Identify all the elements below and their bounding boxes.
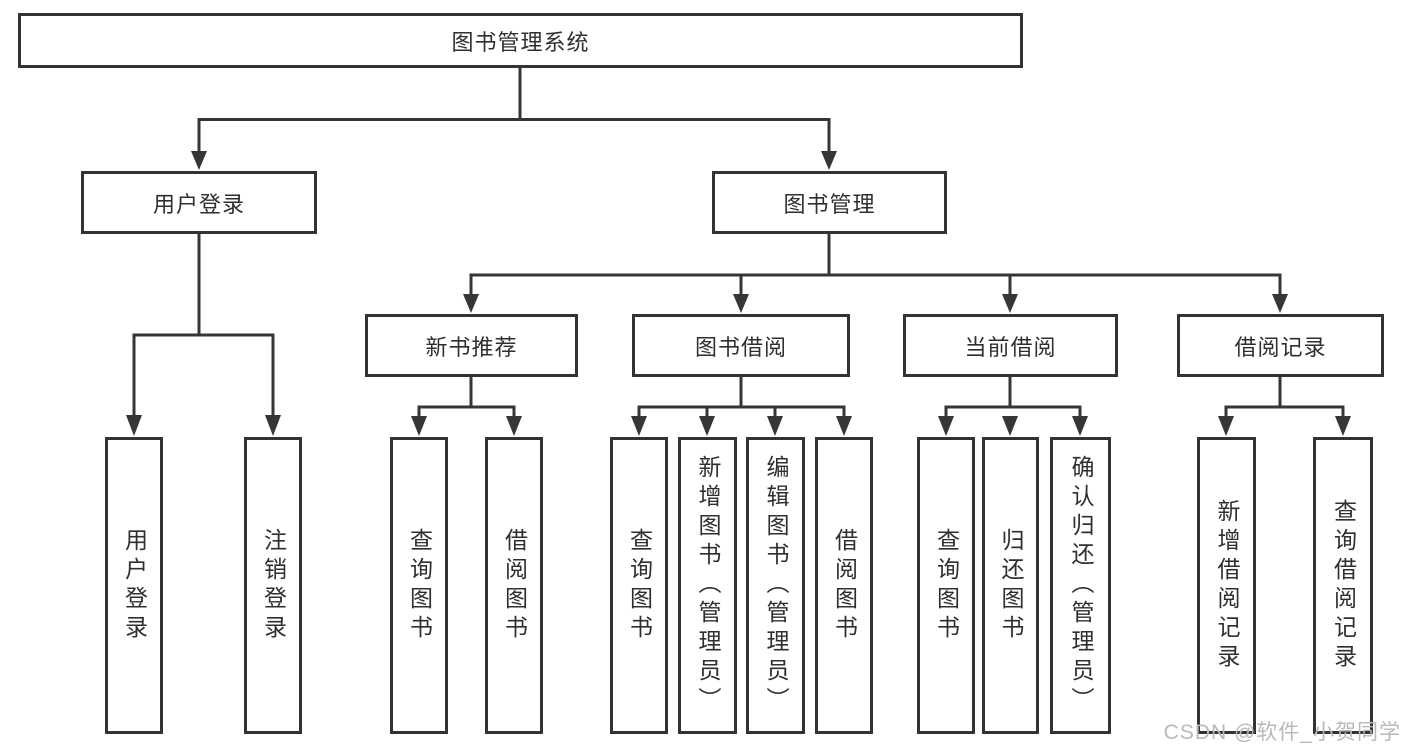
node-book-borrowing: 图书借阅 <box>632 314 850 377</box>
node-label: 用户登录 <box>152 191 245 217</box>
node-label: 当前借阅 <box>964 334 1057 360</box>
arrowhead-icon <box>265 415 281 436</box>
node-label: 新增图书（管理员） <box>695 455 721 716</box>
arrowhead-icon <box>836 416 852 436</box>
arrowhead-icon <box>631 416 647 436</box>
node-borrowing-records: 借阅记录 <box>1177 314 1384 377</box>
node-root-library-management-system: 图书管理系统 <box>18 13 1023 68</box>
node-label: 图书管理系统 <box>451 29 590 55</box>
arrowhead-icon <box>506 416 522 436</box>
node-label: 借阅图书 <box>501 527 528 644</box>
leaf-query-books-recommend: 查询图书 <box>390 437 448 734</box>
leaf-add-borrow-record: 新增借阅记录 <box>1197 437 1256 734</box>
leaf-query-books-current: 查询图书 <box>917 437 975 734</box>
node-label: 新书推荐 <box>425 334 518 360</box>
leaf-query-books-borrowing: 查询图书 <box>610 437 668 734</box>
leaf-confirm-return-admin: 确认归还（管理员） <box>1050 437 1111 734</box>
arrowhead-icon <box>821 151 837 170</box>
node-label: 查询借阅记录 <box>1330 498 1357 673</box>
arrowhead-icon <box>1218 416 1234 436</box>
node-label: 借阅图书 <box>831 527 858 644</box>
arrowhead-icon <box>938 416 954 436</box>
leaf-borrow-books-borrowing: 借阅图书 <box>815 437 873 734</box>
node-label: 图书管理 <box>783 191 876 217</box>
node-label: 借阅记录 <box>1234 334 1327 360</box>
csdn-watermark: CSDN @软件_小贺同学 <box>1163 721 1401 744</box>
arrowhead-icon <box>463 294 479 313</box>
node-book-management: 图书管理 <box>712 171 947 234</box>
node-new-book-recommendation: 新书推荐 <box>365 314 578 377</box>
arrowhead-icon <box>1272 294 1288 313</box>
arrowhead-icon <box>1335 416 1351 436</box>
node-label: 查询图书 <box>626 527 653 644</box>
arrowhead-icon <box>191 151 207 170</box>
node-label: 归还图书 <box>998 527 1024 644</box>
arrowhead-icon <box>1002 416 1018 436</box>
leaf-edit-book-admin: 编辑图书（管理员） <box>746 437 805 734</box>
node-label: 新增借阅记录 <box>1214 498 1240 673</box>
node-label: 编辑图书（管理员） <box>763 455 789 716</box>
arrowhead-icon <box>733 294 749 313</box>
node-label: 用户登录 <box>121 527 148 644</box>
arrowhead-icon <box>126 415 142 436</box>
leaf-logout: 注销登录 <box>244 437 302 734</box>
arrowhead-icon <box>1072 416 1088 436</box>
node-label: 查询图书 <box>406 527 433 644</box>
leaf-add-book-admin: 新增图书（管理员） <box>678 437 737 734</box>
node-label: 注销登录 <box>260 527 287 644</box>
node-label: 确认归还（管理员） <box>1068 455 1094 716</box>
leaf-query-borrow-record: 查询借阅记录 <box>1313 437 1373 734</box>
node-user-login: 用户登录 <box>81 171 317 234</box>
leaf-borrow-books-recommend: 借阅图书 <box>485 437 543 734</box>
arrowhead-icon <box>767 416 783 436</box>
leaf-return-book: 归还图书 <box>982 437 1039 734</box>
node-label: 查询图书 <box>933 527 960 644</box>
arrowhead-icon <box>411 416 427 436</box>
node-current-borrowing: 当前借阅 <box>903 314 1118 377</box>
arrowhead-icon <box>1002 294 1018 313</box>
leaf-user-login: 用户登录 <box>105 437 163 734</box>
node-label: 图书借阅 <box>694 334 787 360</box>
arrowhead-icon <box>699 416 715 436</box>
